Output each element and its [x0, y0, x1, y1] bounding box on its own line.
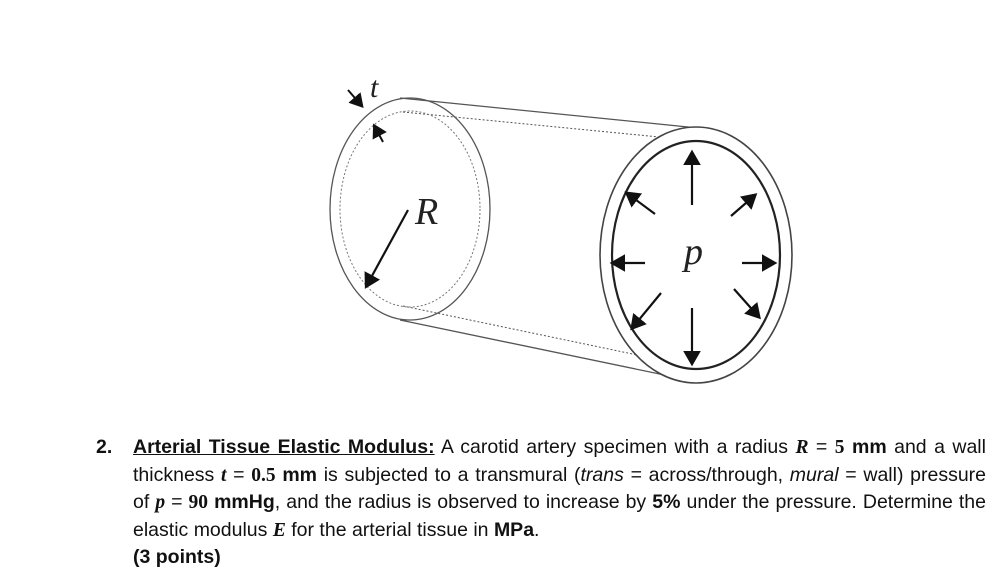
pressure-symbol: p	[155, 492, 166, 513]
label-t: t	[370, 71, 379, 104]
text: A carotid artery specimen with a radius	[434, 436, 796, 458]
text: = wall) pressure of	[133, 463, 987, 514]
text: and a wall thickness	[133, 436, 986, 486]
term-mural: mural	[789, 463, 839, 486]
text: =	[808, 436, 835, 458]
pressure-value: 90	[188, 492, 209, 513]
text: , and the radius is observed to increase…	[274, 491, 653, 513]
pressure-unit: mmHg	[208, 491, 275, 513]
modulus-symbol: E	[272, 519, 286, 541]
text: =	[165, 491, 189, 513]
percent-increase: 5%	[652, 491, 681, 513]
pressure-arrows	[609, 149, 778, 367]
problem-number: 2.	[96, 436, 113, 458]
radius-unit: mm	[844, 436, 887, 458]
text: for the arterial tissue in	[285, 518, 494, 541]
text: = across/through,	[623, 463, 790, 486]
right-outer-ellipse	[599, 126, 793, 384]
radius-value: 5	[834, 437, 845, 458]
answer-unit: MPa	[493, 518, 535, 541]
text: under the pressure. Determine the elasti…	[133, 491, 986, 541]
term-trans: trans	[580, 463, 624, 486]
text: .	[534, 518, 540, 541]
thickness-value: 0.5	[251, 464, 276, 486]
problem-statement: 2. Arterial Tissue Elastic Modulus: A ca…	[96, 434, 986, 571]
thickness-unit: mm	[275, 463, 317, 486]
left-outer-ellipse	[329, 97, 491, 321]
label-p: p	[681, 231, 703, 273]
text: is subjected to a transmural (	[317, 463, 581, 486]
text: =	[226, 463, 252, 486]
points-label: (3 points)	[133, 546, 221, 568]
label-R: R	[414, 191, 438, 233]
cylinder-diagram: t R p	[329, 71, 793, 384]
left-inner-ellipse	[339, 110, 481, 308]
radius-symbol: R	[795, 437, 809, 458]
problem-title: Arterial Tissue Elastic Modulus:	[133, 436, 435, 458]
thickness-symbol: t	[221, 464, 227, 486]
thickness-arrows	[347, 89, 387, 143]
problem-body: Arterial Tissue Elastic Modulus: A carot…	[133, 434, 986, 571]
radius-arrow	[364, 209, 409, 289]
